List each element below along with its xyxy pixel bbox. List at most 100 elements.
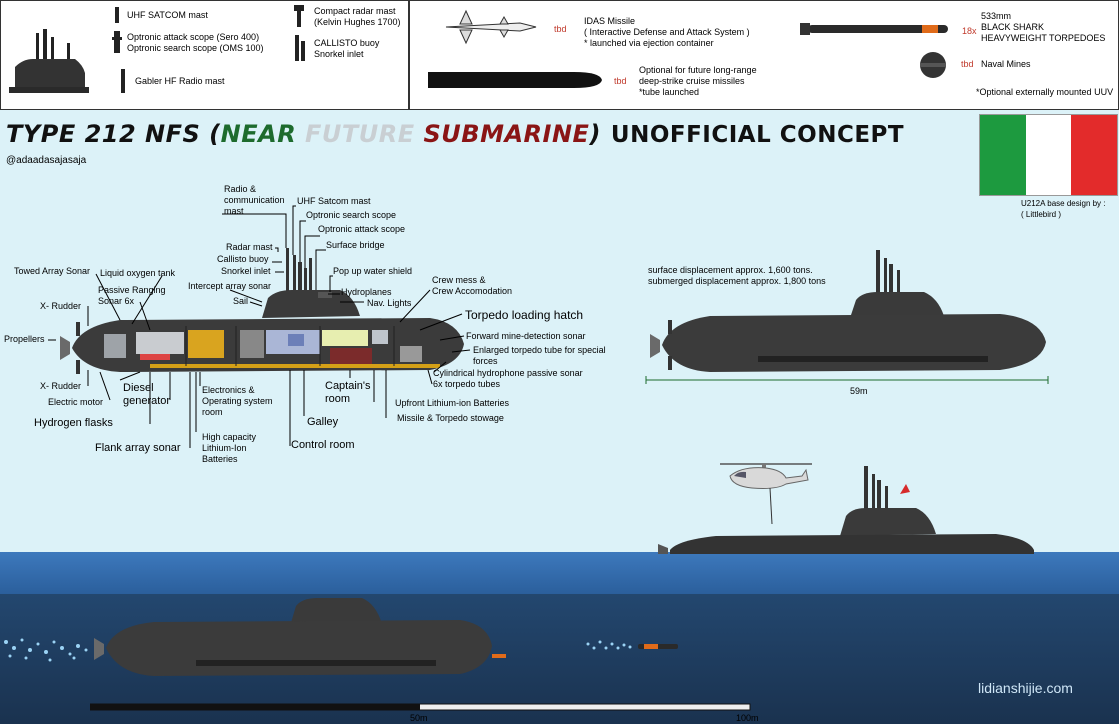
label-x-rudder-top: X- Rudder bbox=[40, 301, 82, 311]
label-upfront-batt: Upfront Lithium-ion Batteries bbox=[395, 398, 510, 408]
idas-tbd: tbd bbox=[554, 24, 567, 34]
idas-title: IDAS Missile bbox=[584, 16, 636, 26]
optronic-scope-icon bbox=[112, 31, 122, 53]
label-crew-mess: Crew mess & bbox=[432, 275, 486, 285]
title-submarine: SUBMARINE bbox=[423, 120, 590, 148]
scale-end: 100m bbox=[736, 713, 759, 723]
torpedo-count: 18x bbox=[962, 26, 977, 36]
title-near: NEAR bbox=[220, 120, 306, 148]
label-lox-tank: Liquid oxygen tank bbox=[100, 268, 176, 278]
radar-mast-icon bbox=[294, 5, 304, 27]
label-torpedo-tubes: 6x torpedo tubes bbox=[433, 379, 501, 389]
surfaced-submarine bbox=[658, 466, 1034, 554]
displacement-surface: surface displacement approx. 1,600 tons. bbox=[648, 265, 813, 275]
idas-note: * launched via ejection container bbox=[584, 38, 714, 48]
label-torpedo-tube-2: forces bbox=[473, 356, 498, 366]
uhf-satcom-icon bbox=[115, 7, 119, 23]
label-battery-2: Lithium-Ion bbox=[202, 443, 247, 453]
label-callisto: Callisto buoy bbox=[217, 254, 269, 264]
label-diesel-2: generator bbox=[123, 395, 171, 407]
hf-radio-mast-icon bbox=[121, 69, 125, 93]
label-galley: Galley bbox=[307, 416, 339, 428]
credit-line2: ( Littlebird ) bbox=[1021, 210, 1062, 219]
torpedo-icon bbox=[800, 23, 948, 35]
label-electronics-2: Operating system bbox=[202, 396, 273, 406]
legend-left-box: UHF SATCOM mast Optronic attack scope (S… bbox=[0, 0, 409, 110]
label-battery-3: Batteries bbox=[202, 454, 238, 464]
watermark: lidianshijie.com bbox=[978, 680, 1073, 696]
sail-diagram-icon bbox=[9, 29, 89, 93]
torpedo-in-water bbox=[586, 640, 678, 650]
cruise-missile-icon bbox=[428, 72, 602, 88]
label-electronics: Electronics & bbox=[202, 385, 255, 395]
label-captain-2: room bbox=[325, 393, 351, 405]
idas-missile-icon bbox=[445, 9, 537, 45]
label-torpedo-tube: Enlarged torpedo tube for special bbox=[473, 345, 606, 355]
legend-hf-radio: Gabler HF Radio mast bbox=[135, 76, 225, 86]
author-handle: @adaadasajasaja bbox=[6, 155, 87, 166]
label-radio-mast: Radio & bbox=[224, 184, 257, 194]
uuv-note: *Optional externally mounted UUV bbox=[976, 87, 1114, 97]
title-close: ) bbox=[589, 120, 601, 148]
legend-uhf-satcom: UHF SATCOM mast bbox=[127, 10, 208, 20]
submerged-submarine bbox=[94, 598, 506, 676]
callisto-snorkel-icon bbox=[295, 35, 305, 61]
label-radio-mast-2: communication bbox=[224, 195, 285, 205]
label-x-rudder-bot: X- Rudder bbox=[40, 381, 82, 391]
label-popup-shield: Pop up water shield bbox=[333, 266, 413, 276]
legend-snorkel: Snorkel inlet bbox=[314, 49, 364, 59]
label-flank-sonar: Flank array sonar bbox=[95, 442, 181, 454]
cruise-line2: deep-strike cruise missiles bbox=[639, 76, 745, 86]
mines-tbd: tbd bbox=[961, 59, 974, 69]
label-radar-mast: Radar mast bbox=[226, 242, 273, 252]
label-passive-ranging-2: Sonar 6x bbox=[98, 296, 135, 306]
legend-optronic-attack: Optronic attack scope (Sero 400) bbox=[127, 32, 260, 42]
flag-green bbox=[980, 115, 1026, 195]
title-future: FUTURE bbox=[305, 120, 424, 148]
label-sail: Sail bbox=[233, 296, 249, 306]
cruise-line3: *tube launched bbox=[639, 87, 700, 97]
flag-white bbox=[1025, 115, 1072, 195]
label-optronic-attack: Optronic attack scope bbox=[318, 224, 406, 234]
label-hydrogen: Hydrogen flasks bbox=[34, 417, 113, 429]
label-electric-motor: Electric motor bbox=[48, 397, 104, 407]
page-title: TYPE 212 NFS (NEAR FUTURE SUBMARINE) UNOF… bbox=[6, 120, 904, 148]
label-missile-stow: Missile & Torpedo stowage bbox=[397, 413, 504, 423]
sea-surface bbox=[0, 552, 1119, 594]
legend-right-box: tbd IDAS Missile ( Interactive Defense a… bbox=[409, 0, 1119, 110]
label-optronic-search: Optronic search scope bbox=[306, 210, 397, 220]
cruise-tbd: tbd bbox=[614, 76, 627, 86]
scale-mid: 50m bbox=[410, 713, 428, 723]
mines-label: Naval Mines bbox=[981, 59, 1031, 69]
title-unofficial: UNOFFICIAL CONCEPT bbox=[610, 122, 905, 148]
cruise-line1: Optional for future long-range bbox=[639, 65, 757, 75]
side-view-submarine bbox=[645, 250, 1049, 384]
label-mine-sonar: Forward mine-detection sonar bbox=[466, 331, 586, 341]
bubble-trail bbox=[4, 638, 88, 662]
label-captain: Captain's bbox=[325, 380, 371, 392]
label-nav-lights: Nav. Lights bbox=[367, 298, 412, 308]
legend-optronic-search: Optronic search scope (OMS 100) bbox=[127, 43, 264, 53]
displacement-submerged: submerged displacement approx. 1,800 ton… bbox=[648, 276, 826, 286]
label-propellers: Propellers bbox=[4, 334, 45, 344]
label-uhf-satcom: UHF Satcom mast bbox=[297, 196, 371, 206]
label-snorkel: Snorkel inlet bbox=[221, 266, 271, 276]
label-cyl-sonar: Cylindrical hydrophone passive sonar bbox=[433, 368, 583, 378]
credit-line1: U212A base design by : bbox=[1021, 199, 1106, 208]
label-towed-array: Towed Array Sonar bbox=[14, 266, 91, 276]
length-label: 59m bbox=[850, 386, 868, 396]
label-intercept-sonar: Intercept array sonar bbox=[188, 281, 272, 291]
flag-red bbox=[1071, 115, 1118, 195]
italian-flag bbox=[979, 114, 1118, 196]
scale-bar bbox=[90, 703, 751, 711]
label-surface-bridge: Surface bridge bbox=[326, 240, 385, 250]
title-part1: TYPE 212 NFS ( bbox=[6, 120, 221, 148]
label-torpedo-hatch: Torpedo loading hatch bbox=[465, 308, 584, 322]
legend-radar-mast: Compact radar mast bbox=[314, 6, 396, 16]
label-electronics-3: room bbox=[202, 407, 223, 417]
legend-callisto: CALLISTO buoy bbox=[314, 38, 380, 48]
label-hydroplanes: Hydroplanes bbox=[341, 287, 392, 297]
label-radio-mast-3: mast bbox=[224, 206, 244, 216]
torpedo-name: BLACK SHARK bbox=[981, 22, 1045, 32]
idas-sub: ( Interactive Defense and Attack System … bbox=[584, 27, 750, 37]
